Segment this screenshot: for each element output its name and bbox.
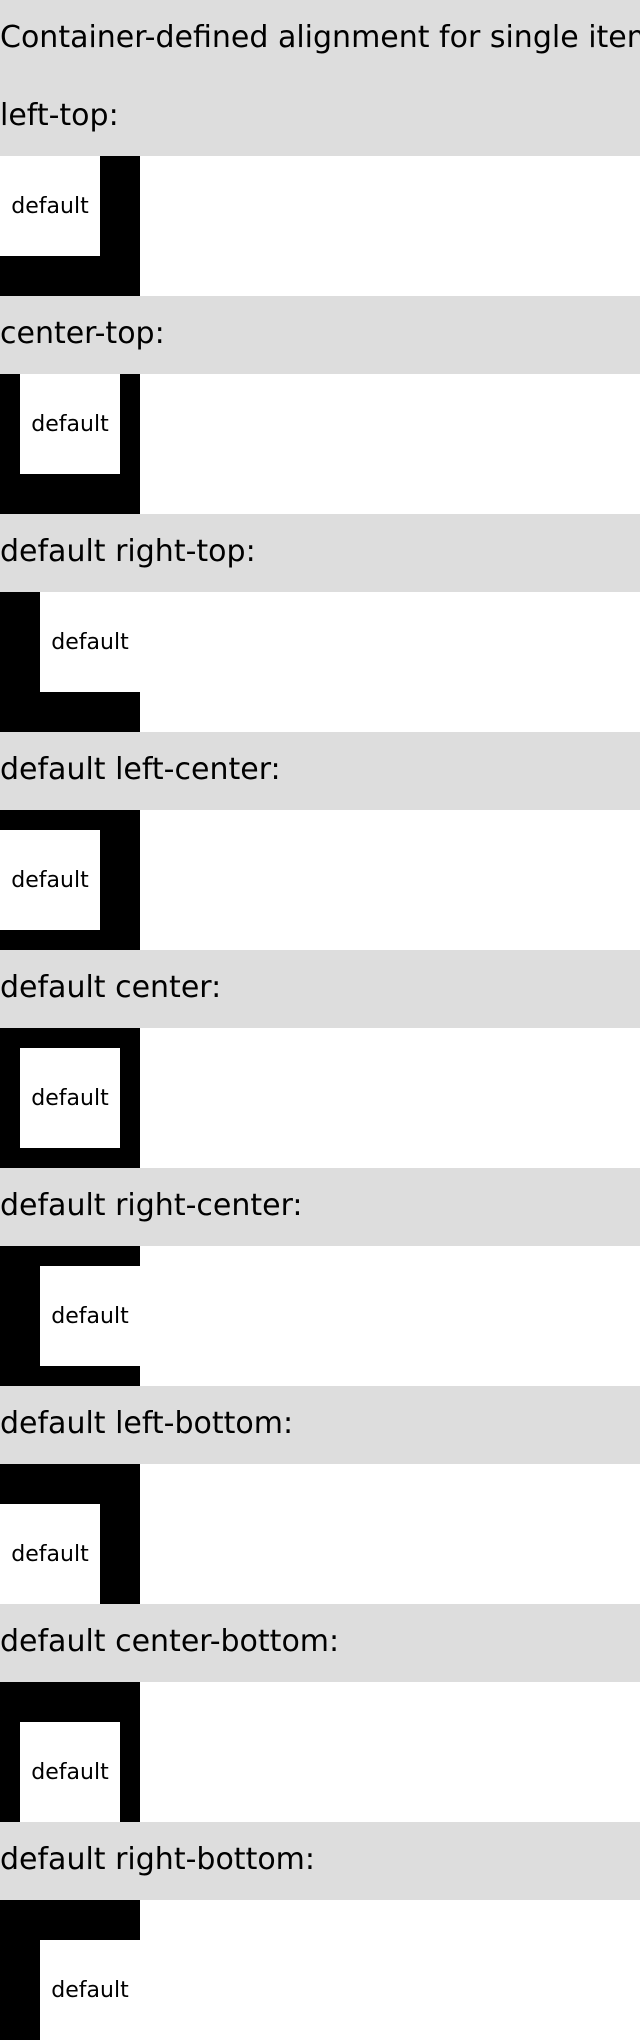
- item-label: default: [51, 629, 129, 655]
- section-label-center-top: center-top:: [0, 316, 165, 351]
- item-label: default: [31, 1759, 109, 1785]
- section-label-left-top: left-top:: [0, 98, 119, 133]
- section-label-center-bottom: default center-bottom:: [0, 1624, 340, 1659]
- container-center: default: [0, 1028, 140, 1168]
- item-label: default: [11, 193, 89, 219]
- item-box: default: [20, 374, 120, 474]
- section-label-left-bottom: default left-bottom:: [0, 1406, 294, 1441]
- item-label: default: [51, 1303, 129, 1329]
- header-band: Container-defined alignment for single i…: [0, 0, 640, 156]
- section-band-left-center: default left-center:: [0, 732, 640, 810]
- item-box: default: [20, 1722, 120, 1822]
- section-band-center: default center:: [0, 950, 640, 1028]
- section-label-right-bottom: default right-bottom:: [0, 1842, 316, 1877]
- item-box: default: [0, 156, 100, 256]
- container-right-bottom: default: [0, 1900, 140, 2040]
- container-center-bottom: default: [0, 1682, 140, 1822]
- item-box: default: [20, 1048, 120, 1148]
- container-left-center: default: [0, 810, 140, 950]
- page-title: Container-defined alignment for single i…: [0, 20, 640, 55]
- section-label-right-top: default right-top:: [0, 534, 256, 569]
- section-label-left-center: default left-center:: [0, 752, 281, 787]
- item-label: default: [11, 867, 89, 893]
- item-box: default: [0, 1504, 100, 1604]
- item-label: default: [51, 1977, 129, 2003]
- item-box: default: [40, 1940, 140, 2040]
- item-box: default: [40, 592, 140, 692]
- item-box: default: [40, 1266, 140, 1366]
- container-left-top: default: [0, 156, 140, 296]
- item-label: default: [31, 1085, 109, 1111]
- section-band-center-bottom: default center-bottom:: [0, 1604, 640, 1682]
- section-band-left-bottom: default left-bottom:: [0, 1386, 640, 1464]
- section-band-right-top: default right-top:: [0, 514, 640, 592]
- container-left-bottom: default: [0, 1464, 140, 1604]
- item-box: default: [0, 830, 100, 930]
- item-label: default: [11, 1541, 89, 1567]
- item-label: default: [31, 411, 109, 437]
- container-right-center: default: [0, 1246, 140, 1386]
- section-label-right-center: default right-center:: [0, 1188, 303, 1223]
- section-label-center: default center:: [0, 970, 222, 1005]
- container-center-top: default: [0, 374, 140, 514]
- section-band-right-center: default right-center:: [0, 1168, 640, 1246]
- section-band-center-top: center-top:: [0, 296, 640, 374]
- container-right-top: default: [0, 592, 140, 732]
- section-band-right-bottom: default right-bottom:: [0, 1822, 640, 1900]
